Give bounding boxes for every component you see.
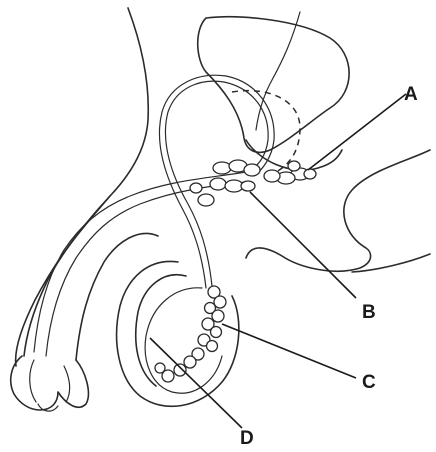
label-c: C (362, 372, 376, 393)
leader-line-c (222, 324, 356, 378)
label-d: D (240, 428, 254, 449)
glans-inner (30, 360, 70, 402)
bulbourethral-gland-2 (190, 183, 202, 193)
label-a: A (404, 84, 418, 105)
leader-line-a (308, 94, 406, 170)
ureter (256, 12, 300, 130)
leader-line-b (250, 192, 356, 298)
abdominal-wall-outline (16, 8, 149, 366)
bladder-outline (198, 17, 349, 153)
body-outline-lower (352, 254, 430, 272)
bulbourethral-gland (198, 194, 214, 206)
seminal-vesicle (264, 161, 316, 184)
glans-outline (11, 356, 89, 410)
label-b: B (362, 302, 376, 323)
body-outline-back (246, 150, 430, 271)
